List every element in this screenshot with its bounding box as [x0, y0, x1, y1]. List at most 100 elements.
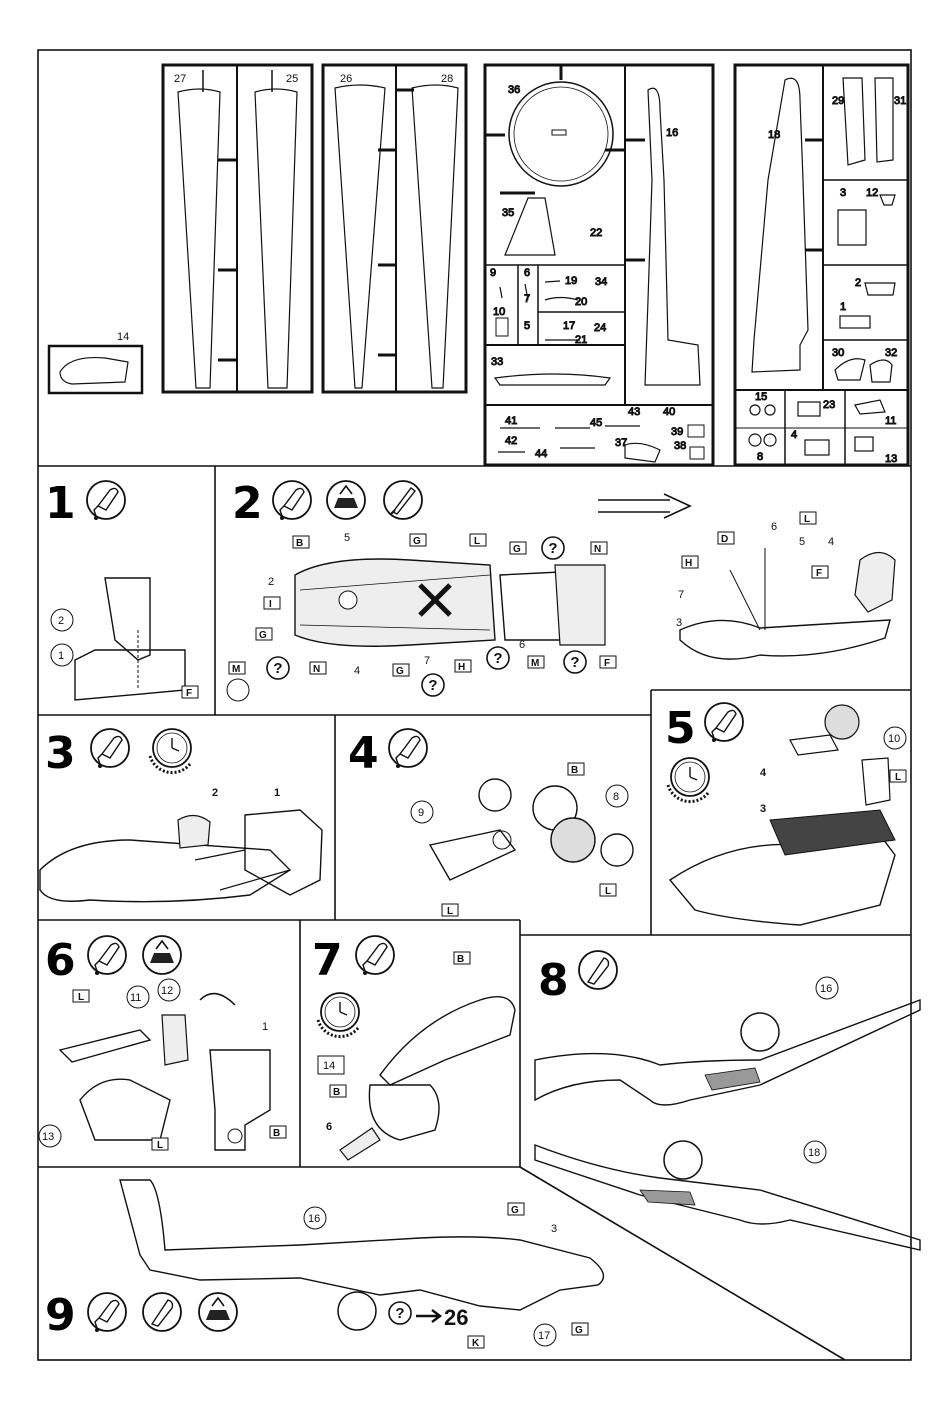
clock-icon — [318, 993, 359, 1037]
part-label: 6 — [524, 267, 530, 279]
color-tag: L — [78, 992, 84, 1003]
part-label: 40 — [663, 406, 675, 418]
part-label: 3 — [840, 187, 846, 199]
question-mark-icon — [422, 674, 444, 696]
color-tag: L — [157, 1140, 163, 1151]
sprue-b: 26 28 — [323, 65, 466, 392]
clock-icon — [150, 729, 191, 773]
weight-icon — [143, 936, 181, 974]
sprue-a: 27 25 — [163, 65, 312, 392]
part-label: 24 — [594, 322, 606, 334]
step-2: 2 5 2 4 7 6 6 5 4 7 3 B G — [227, 478, 895, 701]
part-label: 23 — [823, 399, 835, 411]
callout-number: 14 — [323, 1060, 335, 1072]
callout-number: 5 — [344, 532, 350, 544]
color-tag: G — [575, 1325, 583, 1336]
callout-number: 10 — [888, 733, 900, 745]
color-tag: M — [531, 658, 539, 669]
sprue-c: 36 16 35 22 9 6 7 19 34 20 10 5 17 24 21… — [485, 65, 713, 465]
step-9: 9 16 3 17 26 G G K — [45, 1180, 603, 1349]
part-label: 9 — [490, 267, 496, 279]
part-label: 32 — [885, 347, 897, 359]
part-label: 7 — [524, 293, 530, 305]
glue-tube-icon — [88, 1293, 126, 1332]
color-tag: B — [571, 765, 578, 776]
callout-number: 2 — [268, 576, 274, 588]
callout-number: 4 — [828, 536, 834, 548]
callout-number: 1 — [58, 650, 64, 662]
glue-tube-icon — [356, 936, 394, 975]
part-label: 35 — [502, 207, 514, 219]
part-label: 25 — [286, 73, 298, 85]
callout-number: 8 — [613, 791, 619, 803]
part-label: 19 — [565, 275, 577, 287]
part-label: 4 — [791, 429, 797, 441]
color-tag: N — [313, 664, 320, 675]
part-label: 17 — [563, 320, 575, 332]
knife-icon — [579, 951, 617, 989]
part-label: 45 — [590, 417, 602, 429]
part-label: 29 — [832, 95, 844, 107]
callout-number: 4 — [354, 665, 360, 677]
question-mark-icon — [389, 1302, 411, 1324]
ref-step: 26 — [444, 1305, 468, 1330]
callout-number: 2 — [212, 787, 218, 799]
step-1: 1 2 1 F — [45, 478, 198, 700]
sprue-d: 18 29 31 3 12 2 1 30 32 15 23 11 4 13 8 — [735, 65, 908, 465]
color-tag: L — [895, 772, 901, 783]
color-tag: B — [457, 954, 464, 965]
callout-number: 3 — [551, 1223, 557, 1235]
part-label: 15 — [755, 391, 767, 403]
callout-number: 16 — [308, 1213, 320, 1225]
callout-number: 16 — [820, 983, 832, 995]
part-label: 2 — [855, 277, 861, 289]
step-5: 5 10 4 3 L — [665, 703, 906, 925]
part-label: 36 — [508, 84, 520, 96]
callout-number: 12 — [161, 985, 173, 997]
glue-tube-icon — [88, 936, 126, 975]
part-label: 18 — [768, 129, 780, 141]
color-tag: B — [333, 1087, 340, 1098]
callout-number: 6 — [771, 521, 777, 533]
color-tag: L — [804, 514, 810, 525]
callout-number: 17 — [538, 1330, 550, 1342]
callout-number: 2 — [58, 615, 64, 627]
part-label: 26 — [340, 73, 352, 85]
question-mark-icon — [542, 537, 564, 559]
part-label: 1 — [840, 301, 846, 313]
color-tag: G — [259, 630, 267, 641]
color-tag: G — [396, 666, 404, 677]
part-label: 13 — [885, 453, 897, 465]
color-tag: H — [458, 662, 465, 673]
callout-number: 6 — [326, 1121, 332, 1133]
part-label: 5 — [524, 320, 530, 332]
glue-tube-icon — [91, 729, 129, 768]
callout-number: 3 — [760, 803, 766, 815]
glue-tube-icon — [705, 703, 743, 742]
paint-brush-icon — [384, 481, 422, 519]
color-tag: L — [474, 536, 480, 547]
callout-number: 7 — [678, 589, 684, 601]
color-tag: F — [604, 658, 610, 669]
arrow-icon — [598, 494, 690, 518]
step-8: 8 16 18 — [535, 951, 920, 1250]
step-number: 9 — [45, 1290, 76, 1341]
color-tag: F — [816, 568, 822, 579]
part-label: 37 — [615, 437, 627, 449]
part-label: 43 — [628, 406, 640, 418]
color-tag: B — [273, 1128, 280, 1139]
callout-number: 3 — [676, 617, 682, 629]
color-tag: I — [269, 599, 272, 610]
step-4: 4 9 8 B L L — [348, 728, 633, 917]
callout-number: 7 — [424, 655, 430, 667]
part-label: 31 — [894, 95, 906, 107]
step-7: 7 14 6 B B — [312, 935, 515, 1160]
part-label: 38 — [674, 440, 686, 452]
step-6: 6 11 12 1 13 L B L — [39, 935, 286, 1151]
page-frame — [38, 50, 911, 1360]
glue-tube-icon — [87, 481, 125, 520]
part-label: 12 — [866, 187, 878, 199]
question-mark-icon — [267, 657, 289, 679]
callout-number: 11 — [130, 992, 141, 1004]
